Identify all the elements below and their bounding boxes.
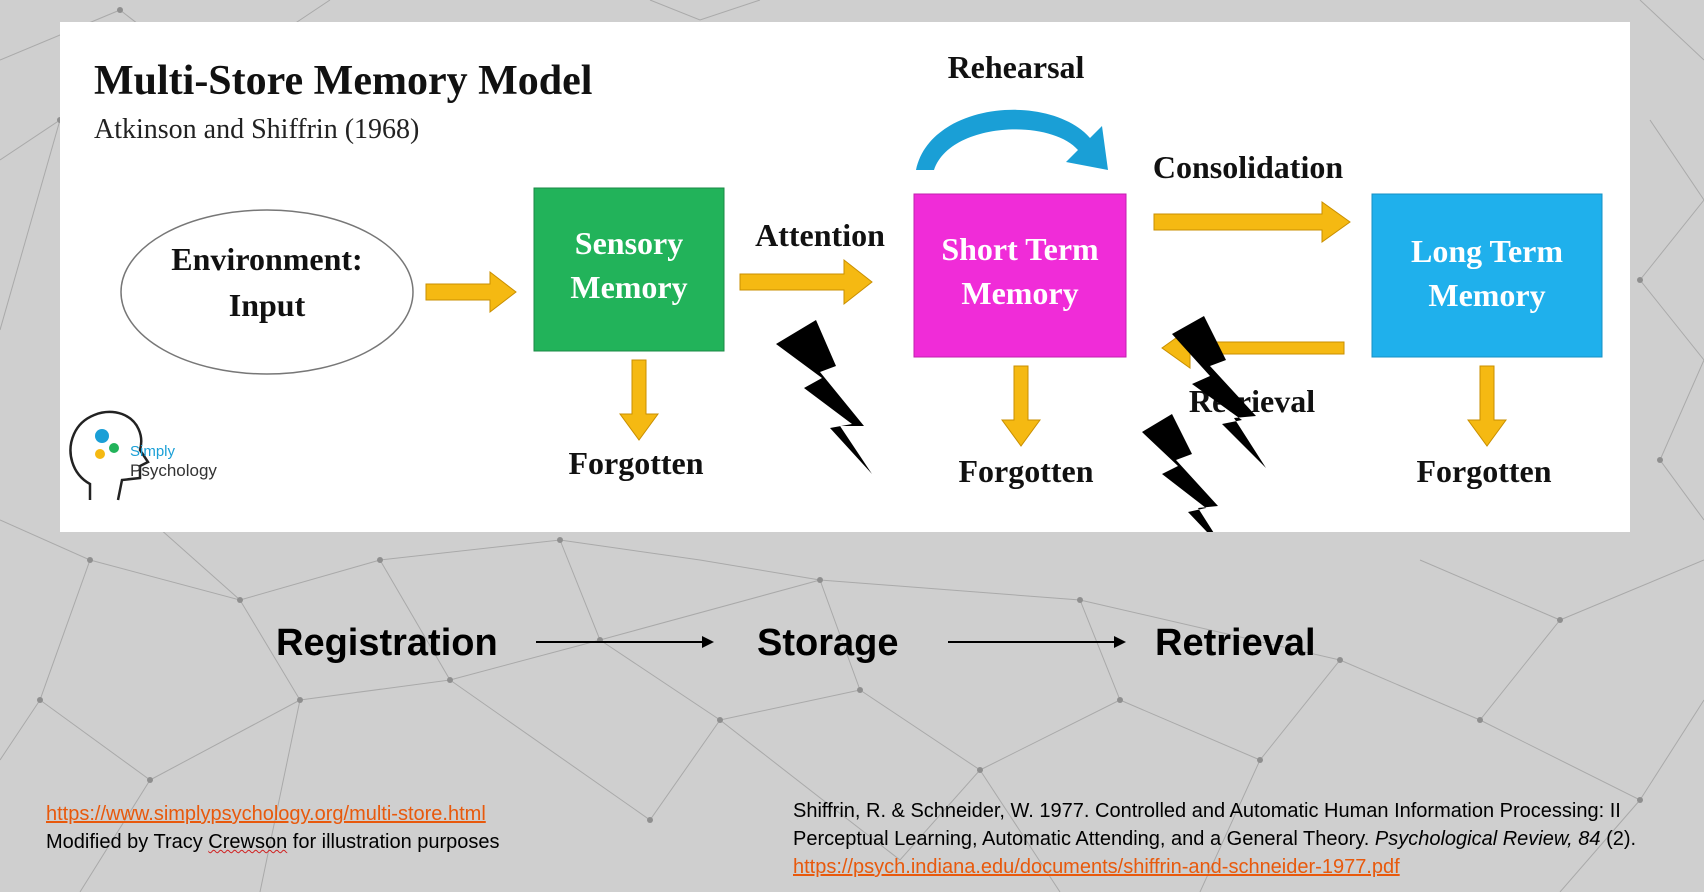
simplypsychology-source-link[interactable]: https://www.simplypsychology.org/multi-s… (46, 803, 486, 825)
arrow-long-term-forgotten (1467, 365, 1507, 447)
long-term-label-line1: Long Term (1411, 233, 1563, 269)
rehearsal-label: Rehearsal (948, 49, 1085, 85)
sensory-label-line1: Sensory (575, 225, 683, 261)
arrow-environment-to-sensory (425, 270, 517, 314)
diagram-panel: Multi-Store Memory Model Atkinson and Sh… (60, 22, 1630, 532)
bulb-icon (95, 449, 105, 459)
arrow-short-term-forgotten (1001, 365, 1041, 447)
environment-label-line1: Environment: (171, 241, 362, 277)
reference-citation: Shiffrin, R. & Schneider, W. 1977. Contr… (793, 797, 1636, 881)
modified-note: Modified by Tracy Crewson for illustrati… (46, 831, 500, 853)
attention-label: Attention (755, 217, 885, 253)
reference-line2: Perceptual Learning, Automatic Attending… (793, 828, 1637, 850)
registration-label: Registration (276, 622, 498, 664)
reference-pdf-link[interactable]: https://psych.indiana.edu/documents/shif… (793, 856, 1400, 878)
simply-psychology-logo: Simply Psychology (69, 410, 217, 501)
gear-icon-small (109, 443, 119, 453)
arrow-storage-to-retrieval (948, 636, 1126, 648)
environment-label-line2: Input (229, 287, 306, 323)
environment-ellipse (120, 209, 414, 375)
short-term-memory-box (913, 193, 1127, 358)
lightning-bolt-1 (776, 320, 872, 474)
logo-line2: Psychology (130, 461, 217, 480)
retrieval-process-label: Retrieval (1155, 622, 1316, 664)
sensory-label-line2: Memory (570, 269, 687, 305)
consolidation-label: Consolidation (1153, 149, 1343, 185)
lightning-bolt-2 (1172, 316, 1266, 468)
logo-line1: Simply (130, 443, 176, 460)
sensory-memory-box (533, 187, 725, 352)
forgotten-label-sensory: Forgotten (568, 445, 703, 481)
forgotten-label-long-term: Forgotten (1416, 453, 1551, 489)
gear-icon (95, 429, 109, 443)
lightning-bolt-3 (1142, 414, 1218, 532)
storage-label: Storage (757, 622, 899, 664)
reference-line1: Shiffrin, R. & Schneider, W. 1977. Contr… (793, 800, 1621, 822)
long-term-memory-box (1371, 193, 1603, 358)
long-term-label-line2: Memory (1428, 277, 1545, 313)
forgotten-label-short-term: Forgotten (958, 453, 1093, 489)
arrow-sensory-forgotten (619, 359, 659, 441)
footer-left: https://www.simplypsychology.org/multi-s… (46, 800, 500, 856)
memory-model-diagram: Multi-Store Memory Model Atkinson and Sh… (69, 49, 1603, 532)
short-term-label-line1: Short Term (941, 231, 1099, 267)
arrow-short-term-to-long-term (1153, 201, 1351, 243)
diagram-subtitle: Atkinson and Shiffrin (1968) (94, 114, 419, 145)
diagram-title: Multi-Store Memory Model (94, 58, 592, 104)
head-profile-icon (69, 410, 150, 501)
arrow-registration-to-storage (536, 636, 714, 648)
short-term-label-line2: Memory (961, 275, 1078, 311)
rehearsal-loop-arrow (916, 109, 1108, 170)
arrow-sensory-to-short-term (739, 258, 873, 306)
